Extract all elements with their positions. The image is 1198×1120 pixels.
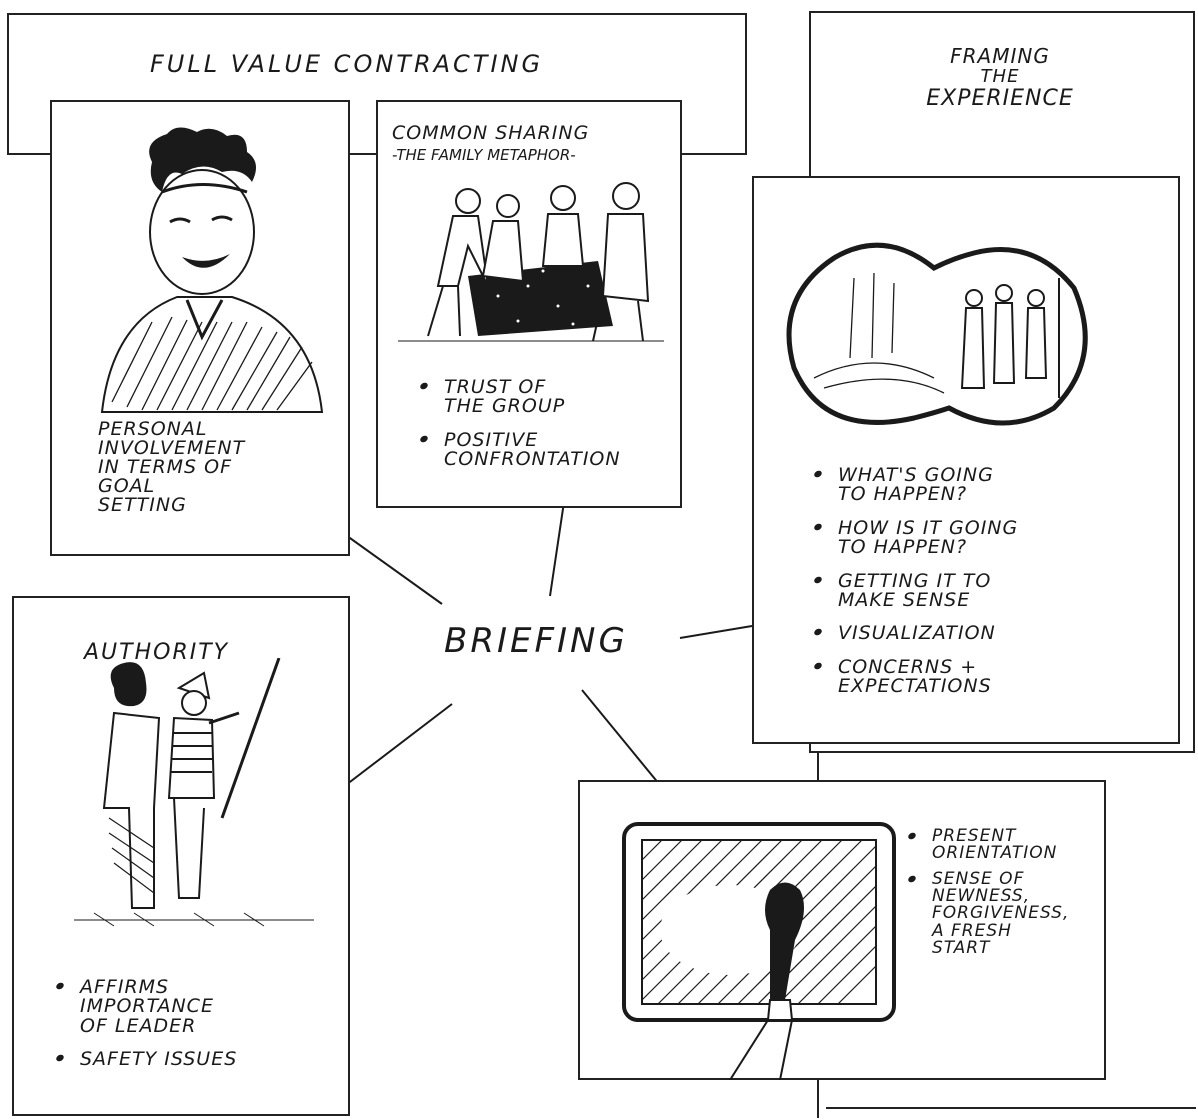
- bullet-dot-icon: [813, 661, 823, 671]
- binocular-view-illustration: [786, 242, 1088, 426]
- bullet-concerns: CONCERNS +EXPECTATIONS: [812, 657, 1018, 697]
- connector-common-sharing: [549, 501, 565, 597]
- bullet-dot-icon: [813, 574, 823, 585]
- connector-authority: [341, 703, 453, 789]
- framing-title-line1: FRAMING: [950, 44, 1050, 68]
- bullet-safety: SAFETY ISSUES: [54, 1049, 237, 1069]
- bullet-dot-icon: [55, 981, 65, 991]
- bullet-dot-icon: [813, 522, 823, 532]
- framing-title-line2: THE: [980, 66, 1020, 87]
- briefing-center-label: BRIEFING: [444, 621, 628, 661]
- personal-line-4: GOAL: [98, 475, 156, 497]
- bullet-dot-icon: [55, 1053, 65, 1063]
- common-sharing-title: COMMON SHARING: [392, 122, 590, 144]
- bullet-dot-icon: [419, 381, 429, 391]
- common-sharing-card: COMMON SHARING -THE FAMILY METAPHOR- TRU…: [376, 100, 682, 508]
- personal-line-2: INVOLVEMENT: [98, 437, 246, 459]
- full-value-contracting-title: FULL VALUE CONTRACTING: [150, 50, 544, 78]
- common-sharing-subtitle: -THE FAMILY METAPHOR-: [392, 146, 576, 164]
- connector-framing: [679, 625, 753, 639]
- framing-title-line3: EXPERIENCE: [926, 86, 1074, 111]
- bullet-dot-icon: [907, 874, 917, 884]
- bullet-dot-icon: [419, 434, 429, 444]
- personal-line-5: SETTING: [98, 494, 187, 516]
- smiling-person-illustration: [100, 127, 324, 413]
- connector-present: [581, 689, 665, 791]
- personal-line-1: PERSONAL: [98, 418, 208, 440]
- personal-line-3: IN TERMS OF: [98, 456, 233, 478]
- bullet-dot-icon: [907, 831, 917, 841]
- authority-title: AUTHORITY: [84, 640, 230, 665]
- bullet-dot-icon: [813, 627, 823, 637]
- bullet-visualization: VISUALIZATION: [812, 624, 1018, 643]
- personal-involvement-card: PERSONAL INVOLVEMENT IN TERMS OF GOAL SE…: [50, 100, 350, 556]
- slate-wiping-illustration: [622, 822, 896, 1080]
- leader-pointing-illustration: [74, 658, 314, 927]
- family-group-illustration: [398, 182, 664, 342]
- bullet-dot-icon: [813, 469, 823, 479]
